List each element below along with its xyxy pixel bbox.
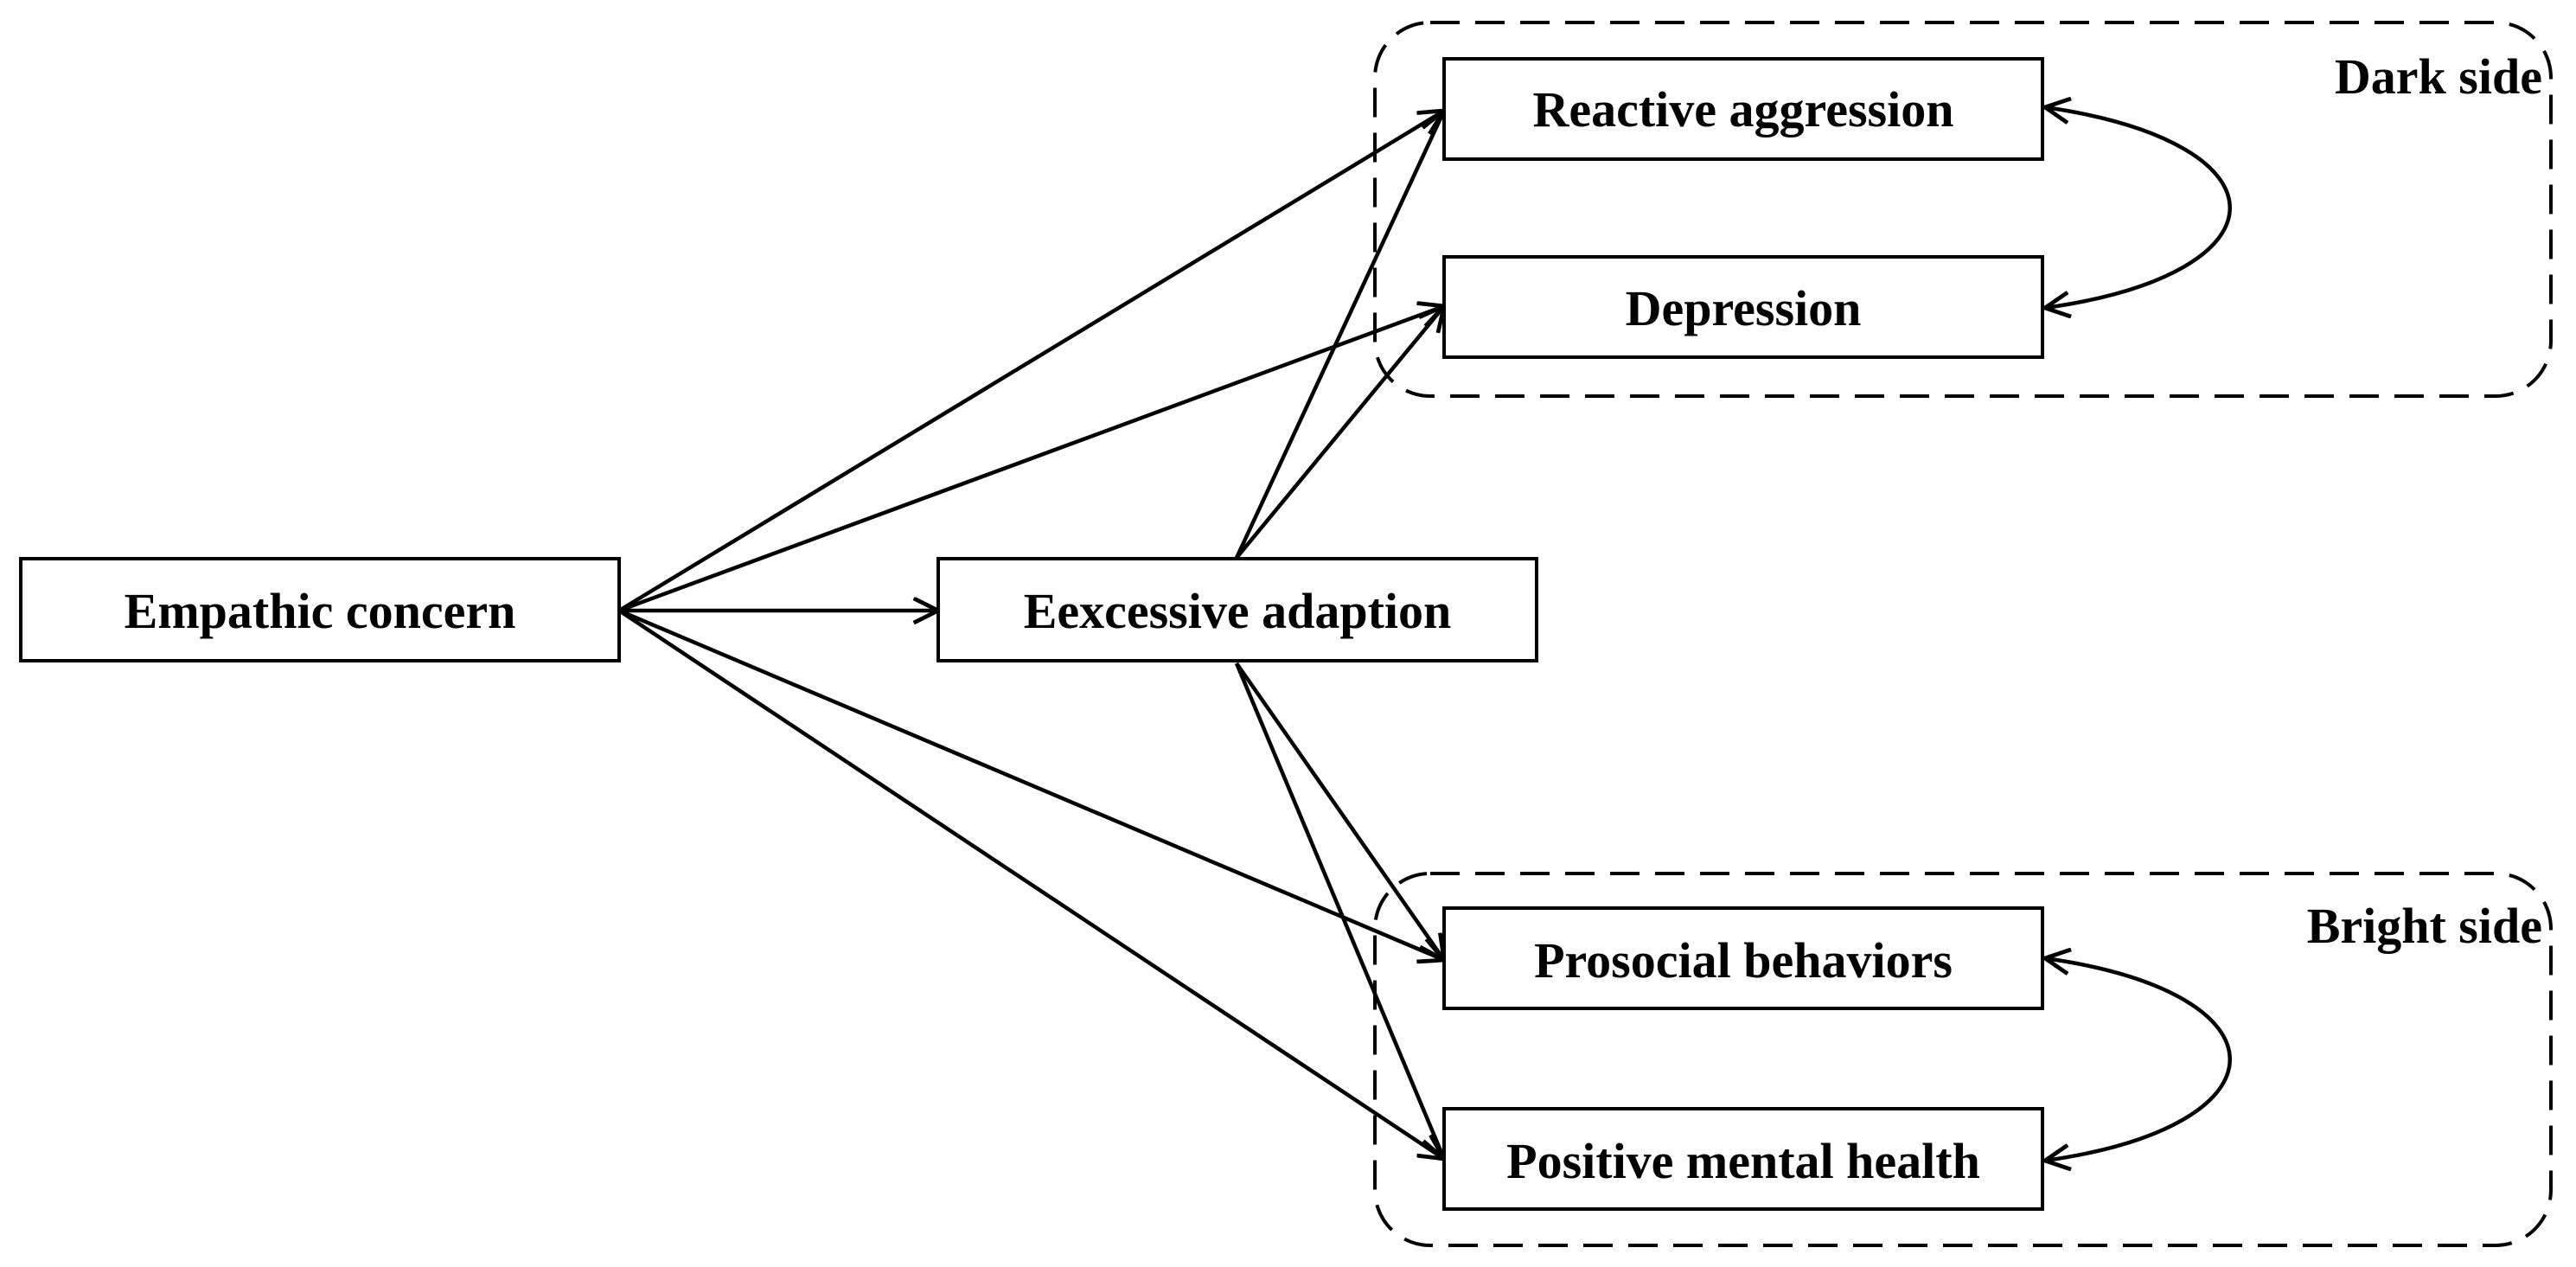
node-empathic-concern-label: Empathic concern	[125, 583, 516, 639]
edge-excessive-to-prosocial	[1235, 662, 1444, 960]
bright-side-label: Bright side	[2307, 898, 2542, 954]
node-reactive-aggression-label: Reactive aggression	[1533, 81, 1954, 138]
dark-side-group: Dark side	[1373, 21, 2553, 398]
node-excessive-adaption-label: Eexcessive adaption	[1024, 583, 1452, 639]
bright-side-boundary	[1373, 872, 2553, 1247]
node-reactive-aggression: Reactive aggression	[1442, 57, 2044, 161]
edge-empathic-to-reactive	[617, 111, 1444, 612]
node-prosocial-behaviors-label: Prosocial behaviors	[1534, 932, 1953, 989]
edge-empathic-to-depression	[618, 306, 1444, 613]
bright-side-group: Bright side	[1373, 872, 2553, 1247]
node-depression-label: Depression	[1626, 280, 1862, 336]
edge-excessive-to-depression	[1235, 306, 1444, 560]
edges	[617, 107, 2232, 1161]
covariance-prosocial-positive	[2045, 958, 2232, 1161]
edge-empathic-to-positive	[617, 609, 1444, 1159]
node-prosocial-behaviors: Prosocial behaviors	[1442, 906, 2044, 1010]
node-empathic-concern: Empathic concern	[19, 557, 621, 662]
edge-excessive-to-reactive	[1234, 111, 1444, 559]
node-excessive-adaption: Eexcessive adaption	[936, 557, 1538, 662]
covariance-reactive-depression	[2045, 107, 2232, 308]
node-depression: Depression	[1442, 255, 2044, 359]
node-positive-mental-health-label: Positive mental health	[1506, 1133, 1980, 1189]
node-positive-mental-health: Positive mental health	[1442, 1107, 2044, 1211]
dark-side-boundary	[1373, 21, 2553, 398]
edge-excessive-to-positive	[1234, 662, 1444, 1159]
dark-side-label: Dark side	[2335, 48, 2542, 105]
edge-empathic-to-prosocial	[618, 608, 1444, 960]
